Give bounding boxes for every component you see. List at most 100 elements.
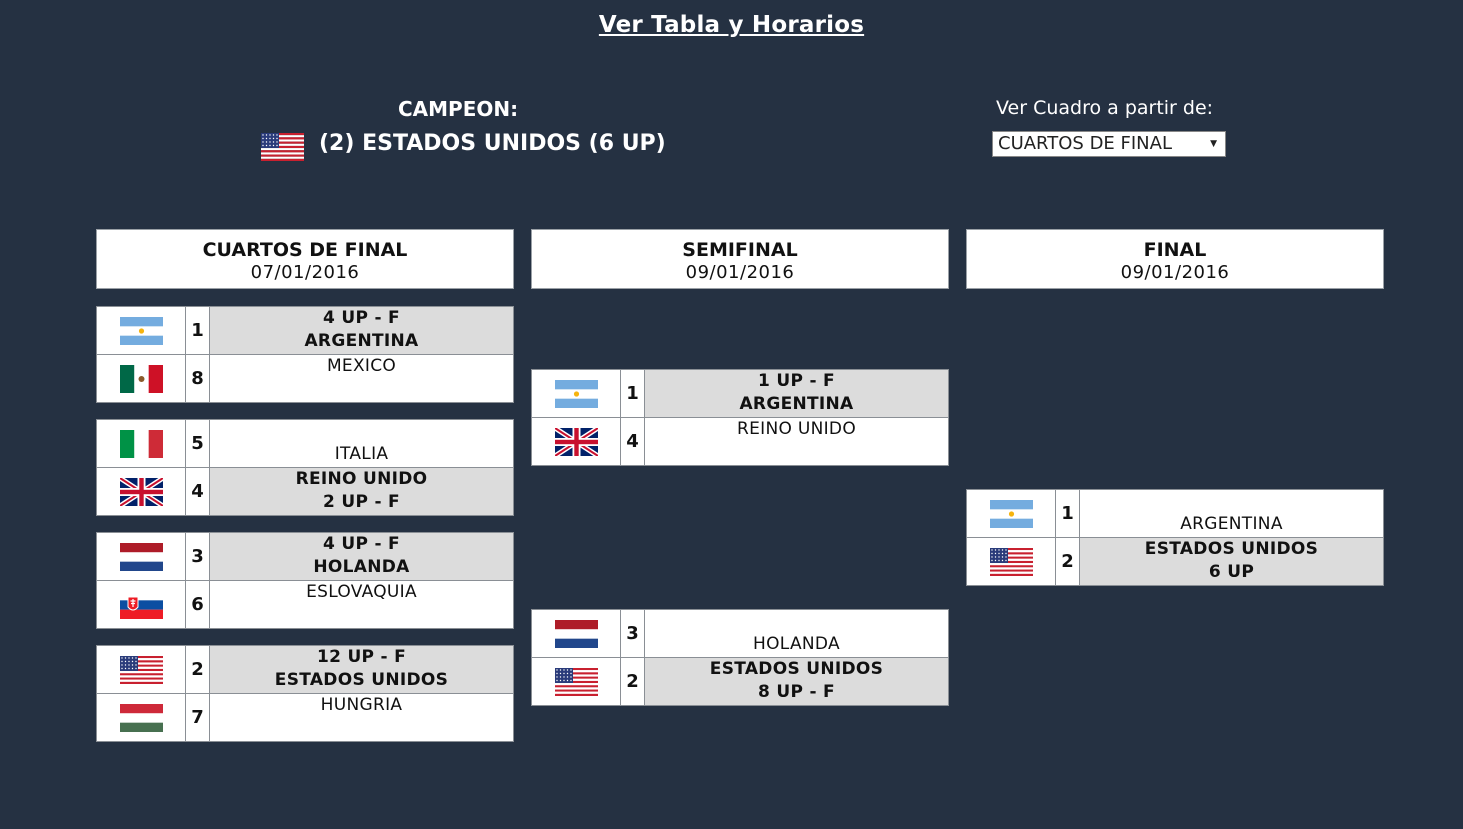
team-row: 2 12 UP - F ESTADOS UNIDOS: [97, 646, 513, 694]
result-line-2: ESTADOS UNIDOS: [274, 670, 449, 690]
seed-number: 7: [186, 694, 210, 741]
result-line-2: ITALIA: [334, 444, 389, 464]
slovakia-flag-icon: [97, 581, 186, 628]
team-result: ESTADOS UNIDOS 6 UP: [1080, 538, 1383, 585]
seed-number: 5: [186, 420, 210, 467]
argentina-flag-icon: [97, 307, 186, 354]
round-select[interactable]: CUARTOS DE FINAL ▼: [992, 131, 1226, 157]
mexico-flag-icon: [97, 355, 186, 402]
netherlands-flag-icon: [97, 533, 186, 580]
result-line-1: REINO UNIDO: [736, 419, 856, 439]
team-row: 2 ESTADOS UNIDOS 8 UP - F: [532, 658, 948, 705]
seed-number: 1: [186, 307, 210, 354]
result-line-1: ESTADOS UNIDOS: [1144, 539, 1319, 559]
result-line-1: REINO UNIDO: [295, 469, 428, 489]
champion-label: CAMPEON:: [398, 97, 519, 121]
round-date: 09/01/2016: [685, 262, 795, 283]
champion-name: (2) ESTADOS UNIDOS (6 UP): [319, 131, 666, 156]
team-result: ESTADOS UNIDOS 8 UP - F: [645, 658, 948, 705]
team-result: ESLOVAQUIA: [210, 581, 513, 628]
match-box: 1 4 UP - F ARGENTINA 8 MEXICO: [96, 306, 514, 403]
seed-number: 3: [186, 533, 210, 580]
uk-flag-icon: [532, 418, 621, 465]
result-line-1: 4 UP - F: [323, 308, 400, 328]
team-result: 12 UP - F ESTADOS UNIDOS: [210, 646, 513, 693]
team-result: HOLANDA: [645, 610, 948, 657]
result-line-2: ARGENTINA: [304, 331, 419, 351]
seed-number: 6: [186, 581, 210, 628]
result-line-1: 4 UP - F: [323, 534, 400, 554]
seed-number: 4: [186, 468, 210, 515]
result-line-1: 1 UP - F: [758, 371, 835, 391]
team-row: 4 REINO UNIDO: [532, 418, 948, 465]
round-name: SEMIFINAL: [682, 239, 798, 261]
team-result: 4 UP - F HOLANDA: [210, 533, 513, 580]
result-line-2: HOLANDA: [753, 634, 840, 654]
team-result: REINO UNIDO: [645, 418, 948, 465]
result-line-2: 2 UP - F: [323, 492, 400, 512]
result-line-2: 8 UP - F: [758, 682, 835, 702]
italy-flag-icon: [97, 420, 186, 467]
team-result: MEXICO: [210, 355, 513, 402]
netherlands-flag-icon: [532, 610, 621, 657]
round-name: FINAL: [1143, 239, 1207, 261]
result-line-1: ESLOVAQUIA: [306, 582, 417, 602]
result-line-1: HUNGRIA: [320, 695, 403, 715]
result-line-2: HOLANDA: [313, 557, 410, 577]
ver-tabla-horarios-link[interactable]: Ver Tabla y Horarios: [598, 12, 865, 38]
usa-flag-icon: [967, 538, 1056, 585]
team-result: REINO UNIDO 2 UP - F: [210, 468, 513, 515]
match-box: 3 4 UP - F HOLANDA 6 ESLOVAQUIA: [96, 532, 514, 629]
result-line-2: 6 UP: [1208, 562, 1255, 582]
round-header-quarterfinal: CUARTOS DE FINAL 07/01/2016: [96, 229, 514, 289]
team-row: 1 1 UP - F ARGENTINA: [532, 370, 948, 418]
seed-number: 2: [186, 646, 210, 693]
team-row: 3 4 UP - F HOLANDA: [97, 533, 513, 581]
team-row: 4 REINO UNIDO 2 UP - F: [97, 468, 513, 515]
team-result: 1 UP - F ARGENTINA: [645, 370, 948, 417]
team-result: HUNGRIA: [210, 694, 513, 741]
seed-number: 3: [621, 610, 645, 657]
result-line-2: ARGENTINA: [1180, 514, 1283, 534]
match-box: 1 1 UP - F ARGENTINA 4 REINO UNIDO: [531, 369, 949, 466]
result-line-1: MEXICO: [326, 356, 397, 376]
seed-number: 8: [186, 355, 210, 402]
team-row: 6 ESLOVAQUIA: [97, 581, 513, 628]
round-date: 07/01/2016: [250, 262, 360, 283]
chevron-down-icon: ▼: [1210, 139, 1217, 149]
result-line-2: ARGENTINA: [739, 394, 854, 414]
usa-flag-icon: [261, 133, 304, 161]
team-row: 7 HUNGRIA: [97, 694, 513, 741]
team-result: 4 UP - F ARGENTINA: [210, 307, 513, 354]
result-line-1: ESTADOS UNIDOS: [709, 659, 884, 679]
team-result: ITALIA: [210, 420, 513, 467]
seed-number: 4: [621, 418, 645, 465]
round-name: CUARTOS DE FINAL: [202, 239, 408, 261]
argentina-flag-icon: [532, 370, 621, 417]
seed-number: 2: [1056, 538, 1080, 585]
round-date: 09/01/2016: [1120, 262, 1230, 283]
usa-flag-icon: [97, 646, 186, 693]
round-select-value: CUARTOS DE FINAL: [998, 133, 1172, 154]
hungary-flag-icon: [97, 694, 186, 741]
round-header-final: FINAL 09/01/2016: [966, 229, 1384, 289]
round-header-semifinal: SEMIFINAL 09/01/2016: [531, 229, 949, 289]
team-row: 2 ESTADOS UNIDOS 6 UP: [967, 538, 1383, 585]
match-box: 2 12 UP - F ESTADOS UNIDOS 7 HUNGRIA: [96, 645, 514, 742]
seed-number: 1: [621, 370, 645, 417]
team-row: 8 MEXICO: [97, 355, 513, 402]
argentina-flag-icon: [967, 490, 1056, 537]
seed-number: 2: [621, 658, 645, 705]
result-line-1: 12 UP - F: [316, 647, 407, 667]
view-bracket-label: Ver Cuadro a partir de:: [996, 97, 1214, 119]
team-result: ARGENTINA: [1080, 490, 1383, 537]
team-row: 1 4 UP - F ARGENTINA: [97, 307, 513, 355]
uk-flag-icon: [97, 468, 186, 515]
seed-number: 1: [1056, 490, 1080, 537]
